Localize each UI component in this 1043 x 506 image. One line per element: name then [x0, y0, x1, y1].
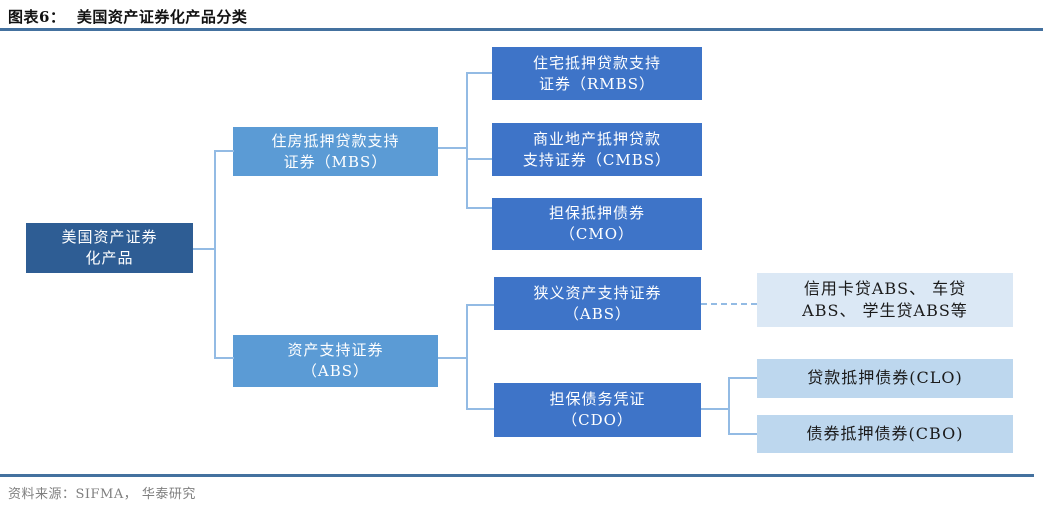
- node-cbo: 债券抵押债券(CBO): [757, 415, 1013, 453]
- node-label: 资产支持证券: [287, 341, 384, 360]
- node-cdo: 担保债务凭证 （CDO）: [494, 383, 701, 437]
- connector-to-cmbs: [466, 158, 492, 160]
- node-label: 住房抵押贷款支持: [271, 131, 400, 150]
- node-us-securitization-products: 美国资产证券 化产品: [26, 223, 193, 273]
- node-credit-card-auto-student-abs: 信用卡贷ABS、 车贷 ABS、 学生贷ABS等: [757, 273, 1013, 327]
- connector-cdo-out: [701, 408, 729, 410]
- node-narrow-abs: 狭义资产支持证券 （ABS）: [494, 277, 701, 330]
- connector-to-rmbs: [466, 72, 492, 74]
- node-label: 证券（MBS）: [283, 152, 388, 171]
- connector-to-cmo: [466, 207, 492, 209]
- connector-mbs-trunk: [466, 72, 468, 209]
- footer-rule: [0, 474, 1034, 477]
- node-label: （ABS）: [301, 362, 370, 380]
- node-cmbs: 商业地产抵押贷款 支持证券（CMBS）: [492, 123, 702, 176]
- node-abs-parent: 资产支持证券 （ABS）: [233, 335, 438, 387]
- node-label: 债券抵押债券(CBO): [806, 423, 964, 443]
- node-label: 商业地产抵押贷款: [532, 129, 661, 148]
- connector-root-out: [193, 248, 215, 250]
- connector-to-cbo: [728, 433, 757, 435]
- connector-to-clo: [728, 377, 757, 379]
- node-label: 美国资产证券: [61, 228, 158, 247]
- connector-root-trunk: [214, 150, 216, 359]
- node-cmo: 担保抵押债券 （CMO）: [492, 198, 702, 250]
- connector-dashed-narrow-abs-to-examples: [701, 303, 757, 305]
- node-label: 证券（RMBS）: [539, 74, 655, 93]
- title-underline: [0, 28, 1043, 31]
- node-clo: 贷款抵押债券(CLO): [757, 359, 1013, 398]
- connector-abs-trunk: [466, 304, 468, 410]
- node-label: 担保抵押债券: [548, 204, 645, 223]
- connector-to-mbs: [214, 150, 234, 152]
- node-label: 化产品: [85, 249, 134, 267]
- figure-title: 图表6： 美国资产证券化产品分类: [8, 8, 248, 26]
- node-label: 支持证券（CMBS）: [522, 150, 672, 169]
- node-label: 狭义资产支持证券: [533, 283, 662, 302]
- connector-mbs-out: [438, 147, 468, 149]
- node-label: （CDO）: [562, 411, 633, 429]
- connector-cdo-trunk: [728, 377, 730, 435]
- node-label: （ABS）: [563, 304, 632, 323]
- source-note: 资料来源：SIFMA， 华泰研究: [8, 487, 196, 502]
- connector-abs-out: [438, 357, 468, 359]
- connector-to-cdo: [466, 408, 494, 410]
- node-mbs: 住房抵押贷款支持 证券（MBS）: [233, 127, 438, 176]
- connector-to-narrow-abs: [466, 304, 494, 306]
- node-label: 住宅抵押贷款支持: [532, 53, 661, 72]
- node-label: 担保债务凭证: [549, 390, 646, 409]
- node-label: 贷款抵押债券(CLO): [807, 368, 963, 388]
- node-label: ABS、 学生贷ABS等: [802, 301, 968, 320]
- connector-to-abs: [214, 357, 234, 359]
- node-label: 信用卡贷ABS、 车贷: [803, 278, 967, 298]
- node-rmbs: 住宅抵押贷款支持 证券（RMBS）: [492, 47, 702, 100]
- node-label: （CMO）: [559, 225, 635, 243]
